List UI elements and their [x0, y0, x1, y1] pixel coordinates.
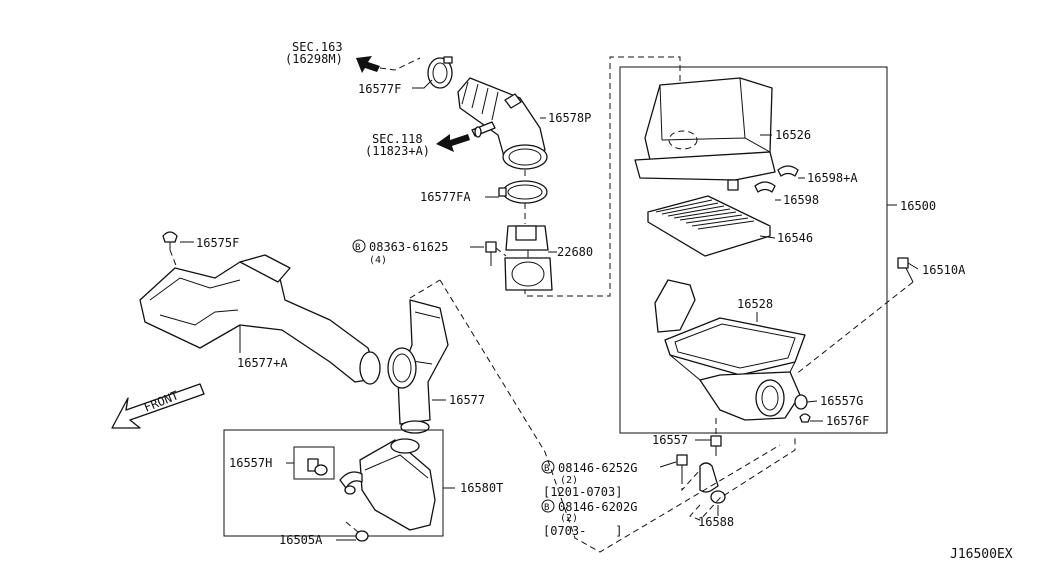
label-16577: 16577 — [449, 393, 485, 407]
bracket-16588 — [699, 462, 726, 516]
bolt-code-b3: 08146-6202G — [558, 500, 637, 514]
label-16577F: 16577F — [358, 82, 401, 96]
label-16598: 16598 — [783, 193, 819, 207]
label-16500: 16500 — [900, 199, 936, 213]
air-cleaner-assembly-frame — [619, 66, 897, 434]
air-flow-meter-22680 — [504, 225, 557, 291]
bolt-code-b2: 08146-6252G — [558, 461, 637, 475]
sec118-title: SEC.118 — [372, 132, 423, 146]
bolt-range-b3: [0703- ] — [543, 524, 622, 538]
bolt-16557 — [695, 418, 722, 456]
bolt-qty-b1: (4) — [369, 255, 387, 266]
label-16598A: 16598+A — [807, 171, 858, 185]
sec118-ref: (11823+A) — [365, 144, 430, 158]
label-16557H: 16557H — [229, 456, 272, 470]
air-filter-element — [647, 195, 771, 257]
label-16546: 16546 — [777, 231, 813, 245]
bolt-16510A — [794, 257, 919, 376]
label-16578P: 16578P — [548, 111, 591, 125]
label-16580T: 16580T — [460, 481, 503, 495]
clamp-16577FA — [485, 170, 548, 224]
bolt-note-08146-6252G: B 08146-6252G (2) [1201-0703] — [541, 460, 677, 499]
bolt-note-08146-6202G: B 08146-6202G (2) [0703- ] — [541, 499, 637, 538]
sec163-title: SEC.163 — [292, 40, 343, 54]
resonator-box-frame — [223, 429, 455, 537]
bolt-note-08363: B 08363-61625 (4) — [352, 239, 484, 266]
clip-16575F — [162, 231, 194, 269]
bolt-08363-61625 — [485, 241, 507, 266]
bolt-badge-b2: B — [544, 464, 549, 474]
label-16576F: 16576F — [826, 414, 869, 428]
sec163-arrow-icon — [356, 56, 421, 73]
intake-hose-16578P — [457, 77, 548, 170]
grommet-16576F — [799, 413, 823, 423]
bolt-code-b1: 08363-61625 — [369, 240, 448, 254]
front-arrow-icon — [111, 383, 205, 429]
sec163-ref: (16298M) — [285, 52, 343, 66]
air-cleaner-upper-cover — [634, 77, 776, 191]
bolt-qty-b2: (2) — [560, 475, 578, 486]
air-duct-16577A — [139, 254, 381, 385]
cover-clips — [754, 165, 799, 193]
dashed-link-bracket-to-case — [689, 435, 796, 521]
air-cleaner-lower-case — [654, 279, 806, 421]
bolt-badge-b3: B — [544, 503, 549, 513]
clamp-16577F — [412, 56, 453, 89]
bolt-range-b2: [1201-0703] — [543, 485, 622, 499]
label-16575F: 16575F — [196, 236, 239, 250]
label-16557G: 16557G — [820, 394, 863, 408]
label-22680: 22680 — [557, 245, 593, 259]
bolt-16505A — [336, 521, 369, 542]
air-duct-16577 — [387, 279, 781, 553]
front-label: FRONT — [142, 388, 181, 415]
leader-lines — [540, 117, 805, 322]
label-16577A: 16577+A — [237, 356, 288, 370]
grommet-16557G — [794, 394, 818, 410]
label-16505A: 16505A — [279, 533, 323, 547]
bolt-qty-b3: (2) — [560, 513, 578, 524]
resonator-16580T — [339, 438, 436, 531]
dashed-link-22680-to-cover — [524, 56, 681, 297]
diagram-code: J16500EX — [950, 547, 1013, 562]
bolt-08146-6252G — [676, 454, 701, 492]
grommet-16557H — [286, 446, 335, 480]
label-16510A: 16510A — [922, 263, 966, 277]
sec118-arrow-icon — [436, 121, 496, 152]
label-16577FA: 16577FA — [420, 190, 471, 204]
label-16588: 16588 — [698, 515, 734, 529]
label-16557: 16557 — [652, 433, 688, 447]
label-16528: 16528 — [737, 297, 773, 311]
bolt-badge-b1: B — [355, 243, 360, 253]
label-16526: 16526 — [775, 128, 811, 142]
